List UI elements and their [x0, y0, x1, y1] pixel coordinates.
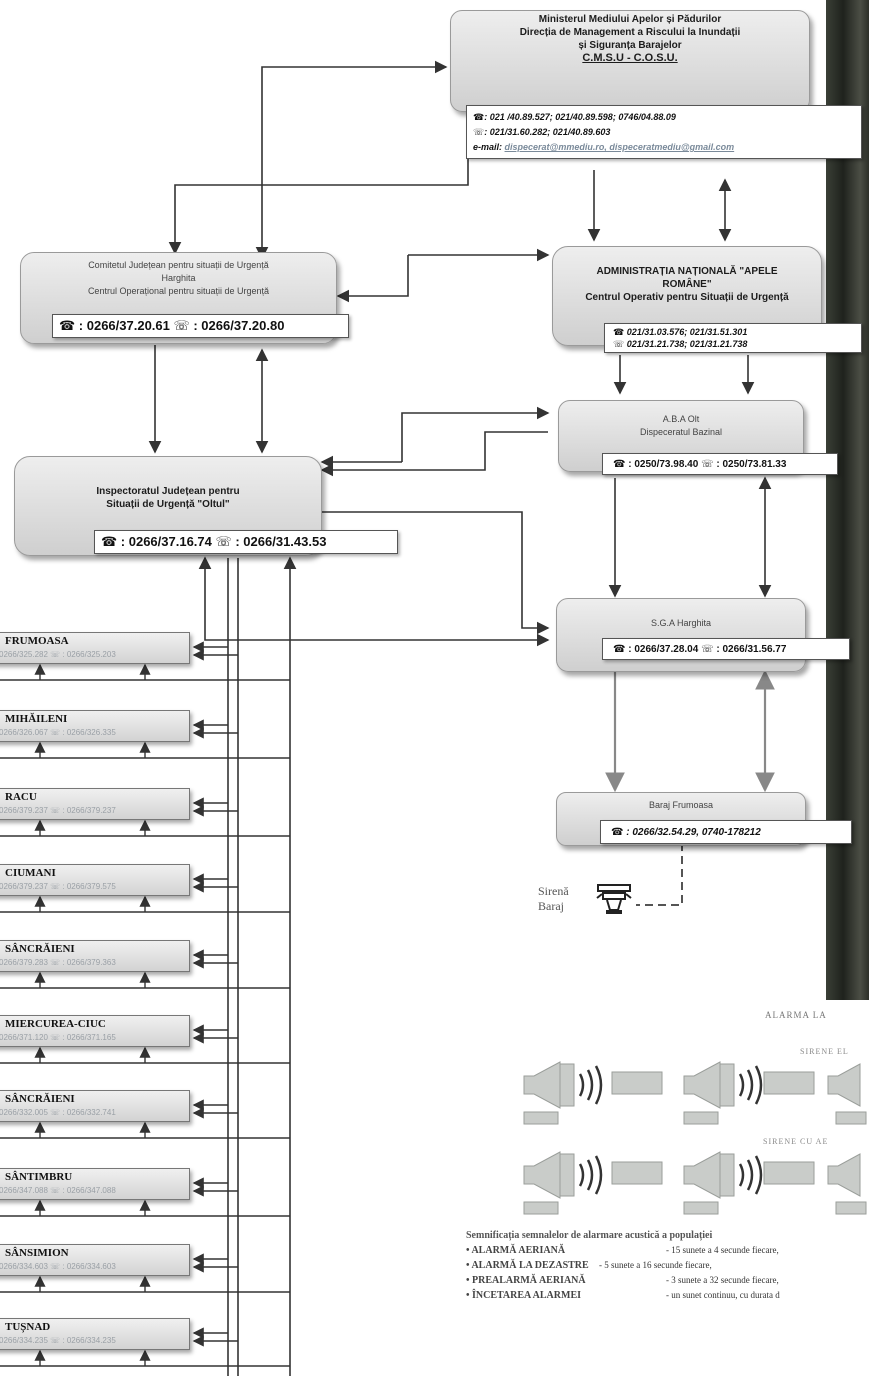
locality-name: SÂNSIMION: [5, 1247, 69, 1259]
locality-phone: 0266/379.283 ☏ : 0266/379.363: [0, 958, 116, 967]
locality-phone: 0266/347.088 ☏ : 0266/347.088: [0, 1186, 116, 1195]
locality-name: SÂNCRĂIENI: [5, 1093, 75, 1105]
locality-name: CIUMANI: [5, 867, 56, 879]
locality-box: SÂNCRĂIENI 0266/379.283 ☏ : 0266/379.363: [0, 940, 190, 972]
sirens-row2-caption: SIRENE CU AE: [763, 1137, 829, 1146]
locality-name: RACU: [5, 791, 37, 803]
email-label: e-mail:: [473, 142, 503, 152]
signal-name: • PREALARMĂ AERIANĂ: [466, 1275, 586, 1286]
apele-phone: ☎ 021/31.03.576; 021/31.51.301: [613, 327, 748, 337]
committee-line-2: Harghita: [161, 273, 196, 283]
locality-phone: 0266/332.005 ☏ : 0266/332.741: [0, 1108, 116, 1117]
signal-name: • ALARMĂ AERIANĂ: [466, 1245, 566, 1256]
siren-icon: [596, 884, 632, 914]
locality-box: SÂNTIMBRU 0266/347.088 ☏ : 0266/347.088: [0, 1168, 190, 1200]
alarm-signal-4: • ÎNCETAREA ALARMEI - un sunet continuu,…: [466, 1290, 780, 1301]
siren-diagram-row-2: [523, 1151, 867, 1215]
alarm-signal-1: • ALARMĂ AERIANĂ - 15 sunete a 4 secunde…: [466, 1245, 779, 1256]
signal-name: • ÎNCETAREA ALARMEI: [466, 1290, 581, 1301]
locality-box: SÂNSIMION 0266/334.603 ☏ : 0266/334.603: [0, 1244, 190, 1276]
isu-contact: ☎ : 0266/37.16.74 ☏ : 0266/31.43.53: [94, 530, 398, 554]
ministry-fax: ☏: 021/31.60.282; 021/40.89.603: [473, 127, 611, 137]
baraj-contact: ☎ : 0266/32.54.29, 0740-178212: [600, 820, 852, 844]
locality-phone: 0266/334.603 ☏ : 0266/334.603: [0, 1262, 116, 1271]
committee-line-1: Comitetul Județean pentru situații de Ur…: [88, 260, 269, 270]
apele-contact: ☎ 021/31.03.576; 021/31.51.301 ☏ 021/31.…: [604, 323, 862, 353]
locality-phone: 0266/379.237 ☏ : 0266/379.575: [0, 882, 116, 891]
locality-phone: 0266/325.282 ☏ : 0266/325.203: [0, 650, 116, 659]
ministry-line-3: și Siguranța Barajelor: [578, 40, 682, 51]
aba-line-1: A.B.A Olt: [662, 414, 700, 424]
alarm-heading-text: Semnificația semnalelor de alarmare acus…: [466, 1230, 713, 1241]
ministry-box: Ministerul Mediului Apelor și Pădurilor …: [450, 10, 810, 112]
locality-box: MIHĂILENI 0266/326.067 ☏ : 0266/326.335: [0, 710, 190, 742]
aba-contact: ☎ : 0250/73.98.40 ☏ : 0250/73.81.33: [602, 453, 838, 475]
alarm-signal-2: • ALARMĂ LA DEZASTRE - 5 sunete a 16 sec…: [466, 1260, 712, 1271]
ministry-contact: ☎: 021 /40.89.527; 021/40.89.598; 0746/0…: [466, 105, 862, 159]
locality-box: FRUMOASA 0266/325.282 ☏ : 0266/325.203: [0, 632, 190, 664]
isu-line-1: Inspectoratul Județean pentru: [96, 486, 240, 497]
locality-name: TUȘNAD: [5, 1321, 51, 1333]
alarm-signal-3: • PREALARMĂ AERIANĂ - 3 sunete a 32 secu…: [466, 1275, 779, 1286]
apele-line-3: Centrul Operativ pentru Situații de Urge…: [585, 292, 789, 303]
locality-box: SÂNCRĂIENI 0266/332.005 ☏ : 0266/332.741: [0, 1090, 190, 1122]
apele-line-2: ROMÂNE": [662, 279, 712, 290]
isu-line-2: Situații de Urgență "Oltul": [106, 499, 230, 510]
alarm-title: ALARMA LA: [765, 1010, 827, 1020]
alarm-heading: Semnificația semnalelor de alarmare acus…: [466, 1230, 712, 1241]
locality-box: CIUMANI 0266/379.237 ☏ : 0266/379.575: [0, 864, 190, 896]
aba-line-2: Dispeceratul Bazinal: [639, 427, 723, 437]
siren-label-line-1: Sirenă: [538, 884, 569, 898]
ministry-email-link[interactable]: dispecerat@mmediu.ro, dispeceratmediu@gm…: [504, 142, 735, 152]
locality-name: MIERCUREA-CIUC: [5, 1018, 106, 1030]
siren-label: Sirenă Baraj: [538, 884, 569, 914]
ministry-phones: ☎: 021 /40.89.527; 021/40.89.598; 0746/0…: [473, 112, 676, 122]
ministry-email-row: e-mail: dispecerat@mmediu.ro, dispecerat…: [473, 140, 855, 155]
baraj-line-1: Baraj Frumoasa: [648, 800, 714, 810]
sga-line-1: S.G.A Harghita: [650, 618, 712, 628]
siren-label-line-2: Baraj: [538, 899, 564, 913]
locality-name: SÂNTIMBRU: [5, 1171, 73, 1183]
signal-desc: - un sunet continuu, cu durata d: [666, 1290, 780, 1300]
signal-desc: - 15 sunete a 4 secunde fiecare,: [666, 1245, 779, 1255]
ministry-line-1: Ministerul Mediului Apelor și Pădurilor: [538, 14, 722, 25]
apele-fax: ☏ 021/31.21.738; 021/31.21.738: [613, 339, 748, 349]
locality-name: FRUMOASA: [5, 635, 69, 647]
locality-phone: 0266/334.235 ☏ : 0266/334.235: [0, 1336, 116, 1345]
locality-phone: 0266/371.120 ☏ : 0266/371.165: [0, 1033, 116, 1042]
locality-box: TUȘNAD 0266/334.235 ☏ : 0266/334.235: [0, 1318, 190, 1350]
sga-contact: ☎ : 0266/37.28.04 ☏ : 0266/31.56.77: [602, 638, 850, 660]
locality-phone: 0266/326.067 ☏ : 0266/326.335: [0, 728, 116, 737]
ministry-line-4: C.M.S.U - C.O.S.U.: [582, 52, 678, 64]
locality-box: MIERCUREA-CIUC 0266/371.120 ☏ : 0266/371.…: [0, 1015, 190, 1047]
committee-line-3: Centrul Operațional pentru situații de U…: [87, 286, 270, 296]
locality-phone: 0266/379.237 ☏ : 0266/379.237: [0, 806, 116, 815]
ministry-line-2: Direcția de Management a Riscului la Inu…: [519, 27, 741, 38]
signal-desc: - 3 sunete a 32 secunde fiecare,: [666, 1275, 779, 1285]
committee-contact: ☎ : 0266/37.20.61 ☏ : 0266/37.20.80: [52, 314, 349, 338]
signal-desc: - 5 sunete a 16 secunde fiecare,: [599, 1260, 712, 1270]
signal-name: • ALARMĂ LA DEZASTRE: [466, 1260, 589, 1271]
locality-box: RACU 0266/379.237 ☏ : 0266/379.237: [0, 788, 190, 820]
sirens-row1-caption: SIRENE EL: [800, 1047, 849, 1056]
locality-name: SÂNCRĂIENI: [5, 943, 75, 955]
siren-diagram-row-1: [523, 1061, 867, 1125]
apele-line-1: ADMINISTRAȚIA NAȚIONALĂ "APELE: [596, 266, 778, 277]
locality-name: MIHĂILENI: [5, 713, 68, 725]
